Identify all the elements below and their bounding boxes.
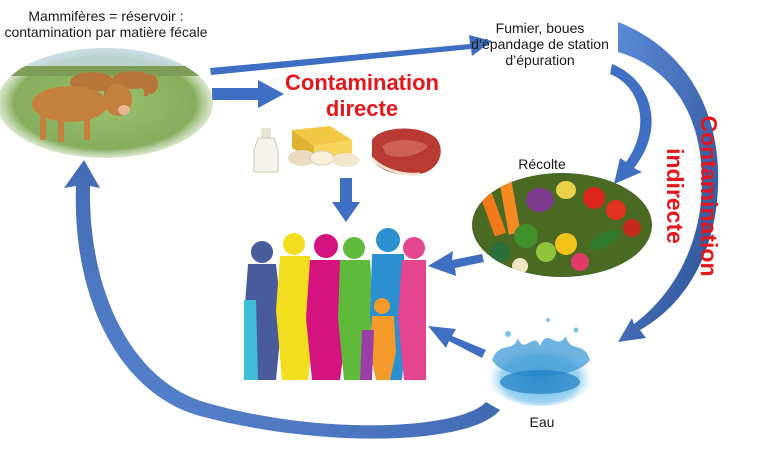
arrow-sludge-to-harvest: [610, 64, 652, 184]
arrow-reservoir-to-sludge: [210, 35, 492, 75]
arrow-sludge-to-water: [618, 22, 719, 342]
direct-contamination-label: Contamination directe: [285, 70, 439, 122]
cattle-herd-image: [0, 48, 213, 158]
arrow-reservoir-to-food: [212, 80, 284, 108]
indirect-contamination-label: Contamination indirecte: [662, 115, 722, 277]
people-silhouettes-icon: [244, 228, 426, 380]
water-label: Eau: [529, 414, 555, 430]
arrow-harvest-to-people: [428, 251, 484, 276]
food-items: [253, 126, 441, 176]
arrow-water-to-people: [428, 326, 486, 358]
cheese-icon: [288, 126, 360, 167]
vegetables-icon: [472, 173, 652, 277]
milk-bottle-icon: [253, 128, 279, 173]
sludge-label: Fumier, boues d’épandage de station d’ép…: [471, 20, 609, 69]
flow-arrows: [64, 22, 719, 439]
reservoir-label: Mammifères = réservoir : contamination p…: [4, 8, 208, 41]
meat-steak-icon: [370, 128, 441, 176]
arrow-food-to-people: [332, 178, 360, 222]
harvest-label: Récolte: [518, 156, 566, 172]
water-splash-icon: [484, 318, 596, 406]
